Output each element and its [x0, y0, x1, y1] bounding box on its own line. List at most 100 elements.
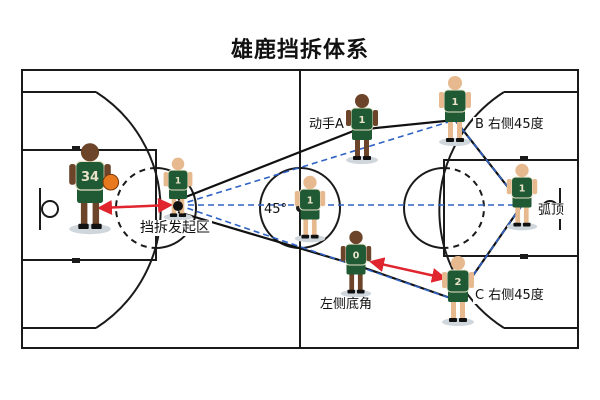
player-shorts — [300, 208, 320, 220]
player-center: 1 — [294, 175, 326, 243]
right-hash-bottom — [520, 254, 528, 259]
player-head — [448, 76, 462, 90]
player-arm-right — [187, 172, 193, 187]
player-shoe-right — [178, 213, 187, 217]
player-ball-handler: 34 — [69, 143, 120, 235]
jersey-number: 1 — [359, 115, 366, 126]
player-head — [303, 175, 317, 190]
swing-arrow — [369, 257, 447, 283]
label-right-45-c: C 右侧45度 — [473, 288, 546, 304]
player-shoe-left — [301, 234, 310, 239]
player-arm-right — [320, 191, 326, 207]
player-arm-right — [532, 179, 538, 195]
player-shoe-right — [459, 318, 467, 322]
player-leg-left — [451, 300, 456, 320]
player-arm-left — [69, 164, 76, 185]
player-leg-left — [80, 200, 88, 227]
label-top-of-arc: 弧顶 — [536, 203, 567, 219]
player-shoe-right — [456, 138, 464, 142]
player-head — [515, 163, 529, 178]
player-corner: 0 — [340, 230, 372, 298]
player-leg-left — [355, 138, 360, 158]
link-screen-to-a — [177, 128, 357, 202]
player-shadow — [439, 138, 471, 146]
player-leg-right — [311, 217, 317, 237]
screen-point — [173, 201, 183, 211]
player-head — [171, 157, 185, 171]
player-head — [451, 256, 465, 270]
player-shoe-left — [169, 213, 178, 217]
lane-hash-marks — [72, 146, 528, 263]
label-action-a: 动手A — [307, 117, 346, 133]
right-paint — [443, 159, 579, 257]
label-right-45-b: B 右侧45度 — [473, 117, 546, 133]
diagram-title: 雄鹿挡拆体系 — [230, 38, 369, 63]
player-shadow — [69, 223, 111, 235]
player-shadow — [346, 156, 378, 164]
player-arm-left — [340, 246, 346, 262]
jersey-number: 1 — [452, 97, 459, 108]
player-shoe-right — [356, 289, 365, 294]
player-head — [349, 230, 363, 245]
jersey-number: 2 — [455, 277, 462, 288]
player-arm-right — [373, 110, 378, 126]
jersey-number: 1 — [175, 177, 181, 187]
player-shorts — [448, 290, 468, 302]
player-arm-left — [439, 92, 444, 108]
player-leg-left — [303, 217, 309, 237]
player-shorts — [445, 110, 465, 122]
player-arm-right — [366, 246, 372, 262]
player-shoe-left — [353, 156, 361, 160]
left-hash-top — [72, 146, 80, 151]
player-arm-left — [442, 272, 447, 288]
player-shorts — [512, 196, 532, 208]
jersey-number: 1 — [307, 195, 314, 206]
right-free-throw-arc-top — [403, 167, 445, 249]
player-c: 2 — [442, 256, 474, 326]
jersey-number: 1 — [519, 183, 526, 194]
basketball — [102, 173, 120, 191]
players: 34 1 1 1 1 1 0 2 — [69, 76, 538, 326]
player-leg-left — [515, 205, 521, 225]
player-shorts — [169, 188, 187, 199]
label-screen-zone: 挡拆发起区 — [138, 220, 212, 236]
player-arm-right — [466, 92, 471, 108]
player-shorts — [77, 187, 103, 203]
player-head — [355, 94, 369, 108]
player-leg-right — [523, 205, 529, 225]
drive-arrow — [97, 198, 173, 215]
player-leg-left — [448, 120, 453, 140]
left-three-point-arc — [95, 91, 162, 329]
player-shorts — [352, 128, 372, 140]
player-shoe-left — [78, 223, 89, 229]
player-arm-left — [346, 110, 351, 126]
player-shoe-right — [91, 223, 102, 229]
player-shoe-left — [513, 222, 522, 227]
player-shadow — [442, 318, 474, 326]
player-shoe-left — [449, 318, 457, 322]
player-a: 1 — [346, 94, 378, 164]
pass-lane-screen-b — [177, 119, 456, 206]
player-arm-right — [469, 272, 474, 288]
player-shoe-left — [347, 289, 356, 294]
left-rim — [41, 200, 59, 218]
player-arm-left — [506, 179, 512, 195]
player-screener: 1 — [163, 157, 193, 221]
player-shoe-right — [363, 156, 371, 160]
right-hash-top — [520, 156, 528, 161]
player-leg-right — [357, 272, 363, 292]
player-shorts — [346, 263, 366, 275]
jersey-number: 34 — [81, 170, 99, 185]
player-shoe-right — [522, 222, 531, 227]
left-hash-bottom — [72, 258, 80, 263]
player-leg-right — [364, 138, 369, 158]
right-free-throw-arc-bottom — [443, 167, 485, 249]
player-leg-right — [457, 120, 462, 140]
player-top: 1 — [506, 163, 538, 231]
player-head — [80, 143, 100, 162]
jersey-number: 0 — [353, 250, 360, 261]
player-leg-right — [92, 200, 100, 227]
player-b: 1 — [439, 76, 471, 146]
